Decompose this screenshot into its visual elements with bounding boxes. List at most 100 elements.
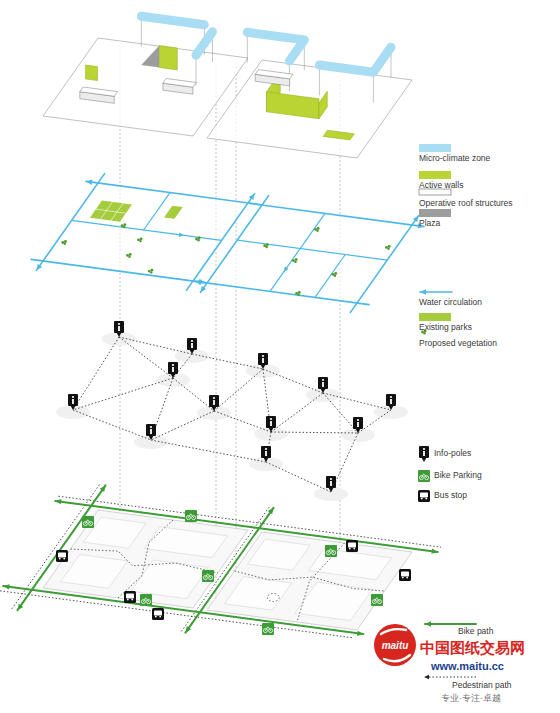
info-pole-icon xyxy=(68,394,78,406)
info-pole-glyph xyxy=(265,451,267,456)
pedestrian-path xyxy=(118,520,173,598)
pedestrian-path xyxy=(0,591,353,638)
bike-path-head xyxy=(18,604,24,611)
watermark-slogan: 专业·专注·卓越 xyxy=(441,694,501,704)
info-pole-glyph xyxy=(265,448,267,450)
bike-path xyxy=(55,501,438,552)
bus-glyph xyxy=(353,548,355,550)
water-line xyxy=(237,240,387,260)
micro-climate-zone xyxy=(141,16,204,24)
bus-stop-icon xyxy=(399,569,411,581)
water-line xyxy=(350,216,418,313)
vegetation xyxy=(316,230,318,232)
water-line xyxy=(315,255,345,298)
vegetation xyxy=(150,271,152,273)
legend-label: Bus stop xyxy=(434,491,467,501)
info-pole-glyph xyxy=(270,421,272,426)
building-footprint xyxy=(61,555,128,589)
micro-climate-zone xyxy=(247,32,304,61)
water-line xyxy=(195,281,369,304)
water-plane xyxy=(43,183,248,281)
info-pole-glyph xyxy=(118,323,120,325)
info-pole-glyph xyxy=(357,422,359,427)
info-pole-glyph xyxy=(191,340,193,342)
network-link xyxy=(73,410,151,440)
info-pole-icon xyxy=(71,406,76,411)
info-pole-glyph xyxy=(213,400,215,405)
layer-guide xyxy=(216,60,217,606)
info-pole-icon xyxy=(326,476,336,488)
legend-label: Active walls xyxy=(419,181,463,191)
bike-path-sample xyxy=(425,623,476,625)
water-line-head xyxy=(86,180,92,185)
pole-halo xyxy=(56,405,90,419)
info-pole-icon xyxy=(389,406,394,411)
park-grid xyxy=(96,209,126,213)
water-line xyxy=(144,193,170,230)
info-pole-glyph xyxy=(330,478,332,480)
bike-parking-icon xyxy=(82,516,94,528)
bus-glyph xyxy=(154,611,162,616)
water-line xyxy=(186,194,254,291)
info-pole-icon xyxy=(258,353,268,365)
watermark-logo xyxy=(374,624,416,666)
vegetation xyxy=(64,240,67,243)
legend-label: Bike path xyxy=(458,627,493,637)
info-pole-glyph xyxy=(118,326,120,331)
info-pole-icon xyxy=(386,394,396,406)
watermark-logo-text: maitu xyxy=(382,640,409,651)
info-pole-glyph xyxy=(322,382,324,387)
info-pole-icon xyxy=(329,488,334,493)
vegetation xyxy=(334,272,337,275)
bike-path-head xyxy=(268,508,274,515)
info-pole-glyph xyxy=(262,358,264,363)
bus-glyph xyxy=(131,599,133,601)
vegetation xyxy=(198,237,201,240)
pedestrian-path xyxy=(235,571,385,591)
bike-path xyxy=(18,485,106,610)
info-pole-icon xyxy=(168,362,178,374)
pedestrian-path xyxy=(297,543,345,622)
water-line-head xyxy=(413,216,419,223)
network-link xyxy=(266,462,331,492)
water-line xyxy=(72,220,222,240)
pole-halo xyxy=(175,349,209,363)
bike-parking-icon xyxy=(140,594,152,606)
info-pole-glyph xyxy=(262,355,264,357)
bus-stop-icon xyxy=(418,490,430,502)
roof-plane xyxy=(207,60,412,158)
bus-glyph xyxy=(402,577,404,579)
bus-glyph xyxy=(155,616,157,618)
info-pole-icon xyxy=(149,436,154,441)
water-line-head xyxy=(36,264,42,271)
vegetation xyxy=(139,240,141,242)
bus-stop-icon xyxy=(152,608,164,620)
network-link xyxy=(73,378,173,410)
plaza xyxy=(141,46,159,68)
bike-glyph xyxy=(421,474,426,478)
network-link xyxy=(151,440,266,462)
bike-glyph xyxy=(188,514,193,518)
bike-path-head xyxy=(186,626,192,633)
bike-parking-icon xyxy=(418,470,430,482)
bus-glyph xyxy=(127,599,129,601)
vegetation xyxy=(140,237,143,240)
bus-glyph xyxy=(63,558,65,560)
pedestrian-path xyxy=(59,496,442,547)
water-line xyxy=(86,181,260,204)
info-pole-icon xyxy=(422,458,427,463)
bus-glyph xyxy=(421,498,423,500)
water-line-head xyxy=(249,194,255,201)
micro-climate-zone xyxy=(196,32,213,55)
vegetation xyxy=(423,332,425,334)
info-pole-icon xyxy=(117,333,122,338)
info-pole-glyph xyxy=(150,426,152,428)
bus-stop-icon xyxy=(346,540,358,552)
bus-glyph xyxy=(349,548,351,550)
bike-glyph xyxy=(85,520,90,524)
vegetation xyxy=(128,256,130,258)
info-pole-glyph xyxy=(390,399,392,404)
info-pole-icon xyxy=(114,321,124,333)
info-pole-icon xyxy=(187,338,197,350)
